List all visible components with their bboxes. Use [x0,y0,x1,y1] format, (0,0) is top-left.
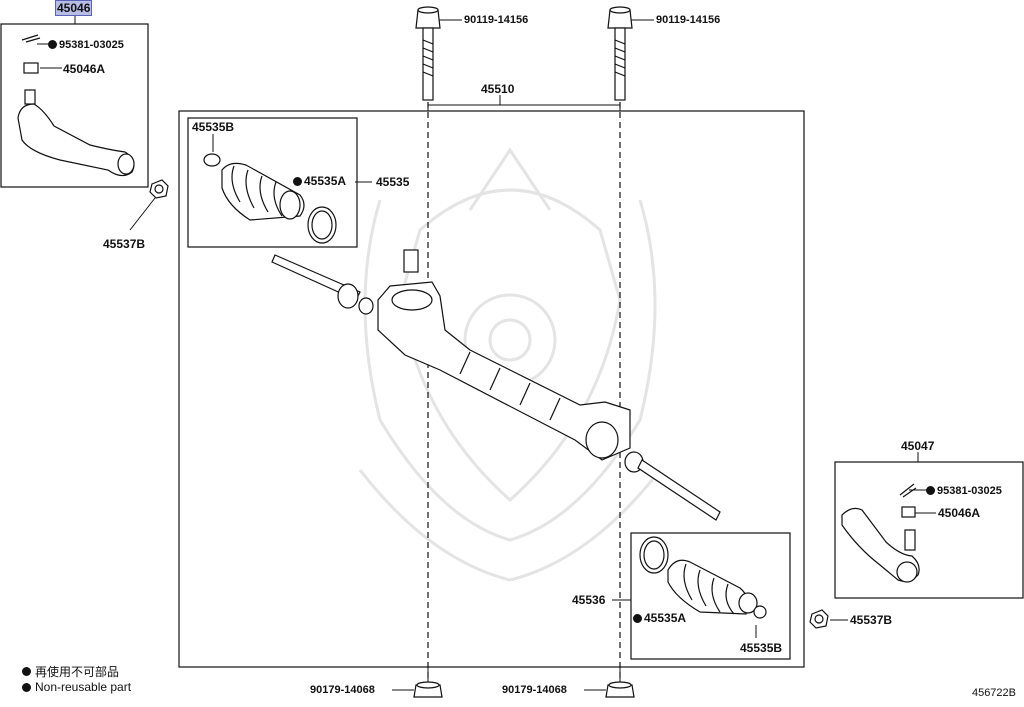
part-95381-left-label[interactable]: 95381-03025 [48,38,124,52]
part-45510-label[interactable]: 45510 [481,82,515,96]
part-45535A-left-label[interactable]: 45535A [293,174,346,188]
tie-rod-end-right-box [834,461,1024,599]
part-95381-left-text: 95381-03025 [59,39,124,51]
legend-en-text: Non-reusable part [35,680,132,694]
non-reusable-icon [926,486,935,495]
part-45046-label[interactable]: 45046 [55,0,93,16]
part-45537B-left-label[interactable]: 45537B [103,237,146,251]
nut-right [809,609,829,629]
part-45537B-right-label[interactable]: 45537B [850,613,893,627]
bolt-right [607,6,633,101]
part-45535B-left-label[interactable]: 45535B [192,120,235,134]
non-reusable-icon [22,667,31,676]
steering-rack [271,249,721,521]
part-45535-label[interactable]: 45535 [376,175,410,189]
boot-left [203,153,337,244]
part-45047-label[interactable]: 45047 [901,439,935,453]
boot-right [639,536,767,619]
leader-lines [37,14,936,691]
tie-rod-end-right [841,483,920,583]
part-90179-left-label[interactable]: 90179-14068 [310,684,375,696]
non-reusable-icon [633,614,642,623]
part-45536-label[interactable]: 45536 [572,593,606,607]
tie-rod-end-left [17,34,135,177]
legend-jp: 再使用不可部品 [22,663,119,680]
part-45535A-right-label[interactable]: 45535A [633,611,686,625]
part-95381-right-label[interactable]: 95381-03025 [926,484,1002,498]
part-45535B-right-label[interactable]: 45535B [740,641,783,655]
part-45046A-right-label[interactable]: 45046A [938,506,981,520]
part-45535A-left-text: 45535A [304,174,347,188]
part-90119-left-label[interactable]: 90119-14156 [464,14,529,26]
part-90179-right-label[interactable]: 90179-14068 [502,684,567,696]
figure-id-text: 456722B [972,687,1016,699]
part-95381-right-text: 95381-03025 [937,485,1002,497]
non-reusable-icon [22,682,31,692]
non-reusable-icon [48,40,57,49]
part-45535A-right-text: 45535A [644,611,687,625]
watermark-emblem [358,147,662,582]
non-reusable-icon [293,177,302,186]
legend-jp-text: 再使用不可部品 [35,665,120,679]
bolt-center-lines [427,102,621,682]
part-90119-right-label[interactable]: 90119-14156 [656,14,721,26]
boot-kit-right-box [630,532,791,660]
bolt-left [415,6,441,101]
part-45046A-left-label[interactable]: 45046A [63,62,106,76]
nut-bottom-left [413,681,443,698]
nut-bottom-right [605,681,635,698]
legend-en: Non-reusable part [22,680,131,694]
steering-rack-box [178,110,805,668]
nut-left [149,179,169,199]
